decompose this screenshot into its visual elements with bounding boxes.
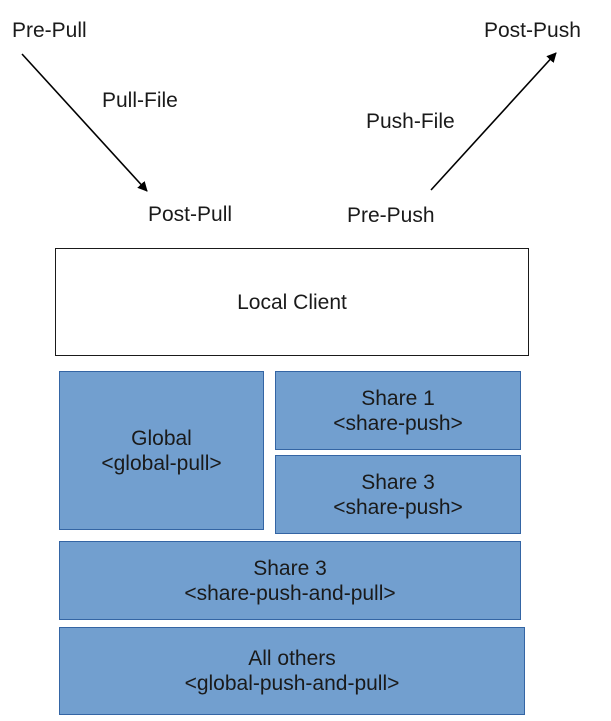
all-others-box: All others <global-push-and-pull>: [59, 627, 525, 715]
pull-file-label: Pull-File: [102, 89, 178, 112]
pull-arrow: [21, 53, 148, 192]
share-3-push-box: Share 3 <share-push>: [275, 455, 521, 534]
share-1-tag: <share-push>: [333, 411, 463, 435]
global-pull-box: Global <global-pull>: [59, 371, 264, 530]
share-3-push-and-pull-tag: <share-push-and-pull>: [184, 581, 396, 605]
share-3-push-title: Share 3: [361, 470, 435, 494]
push-arrow: [430, 52, 557, 191]
local-client-box: Local Client: [55, 248, 529, 356]
share-3-push-and-pull-box: Share 3 <share-push-and-pull>: [59, 541, 521, 620]
post-pull-label: Post-Pull: [148, 203, 233, 226]
share-1-title: Share 1: [361, 386, 435, 410]
share-1-box: Share 1 <share-push>: [275, 371, 521, 450]
local-client-title: Local Client: [237, 290, 347, 314]
share-3-push-and-pull-title: Share 3: [253, 556, 327, 580]
all-others-tag: <global-push-and-pull>: [184, 672, 400, 695]
post-push-label: Post-Push: [484, 19, 581, 42]
pre-pull-label: Pre-Pull: [12, 19, 87, 42]
pre-push-label: Pre-Push: [347, 204, 435, 227]
global-tag: <global-pull>: [101, 451, 222, 475]
global-title: Global: [131, 426, 192, 450]
share-3-push-tag: <share-push>: [333, 495, 463, 519]
push-file-label: Push-File: [366, 110, 455, 133]
all-others-title: All others: [248, 647, 336, 670]
